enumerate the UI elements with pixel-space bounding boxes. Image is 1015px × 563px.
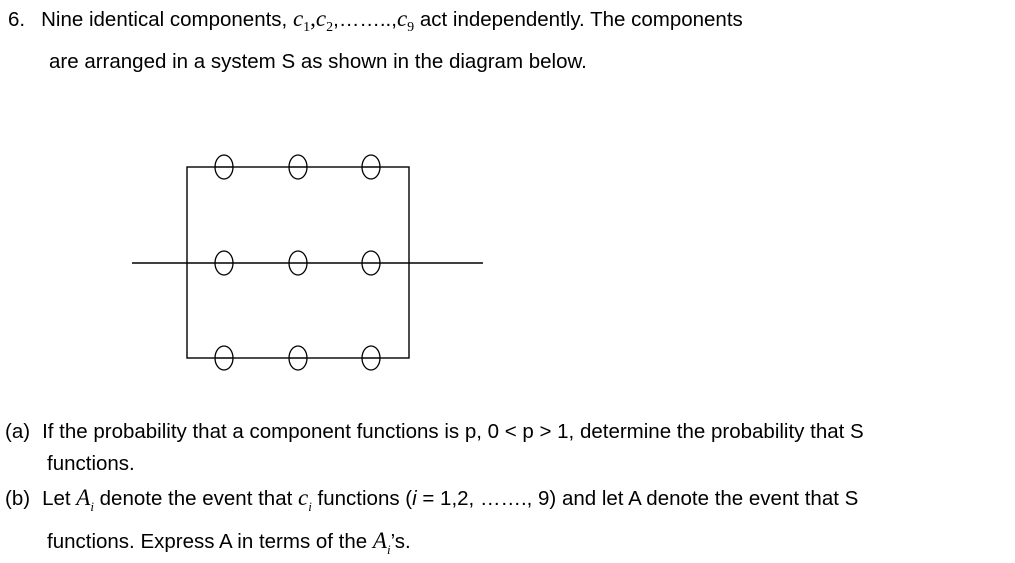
math-ci: ci bbox=[298, 485, 312, 514]
math-Ai: Ai bbox=[76, 485, 94, 514]
math-c1: c1,c2 bbox=[292, 6, 334, 35]
question-text: act independently. The components bbox=[419, 8, 743, 31]
question-number: 6. bbox=[8, 8, 26, 31]
part-b-text: functions. Express A in terms of the bbox=[47, 530, 368, 553]
part-b-text: Let bbox=[42, 487, 71, 510]
part-b-text: denote the event that bbox=[99, 487, 293, 510]
part-b-line-1: (b) Let Ai denote the event that ci funct… bbox=[5, 485, 858, 515]
part-a-line-2: functions. bbox=[47, 452, 135, 475]
math-Ai: Ai bbox=[372, 528, 391, 557]
part-a-line-1: (a) If the probability that a component f… bbox=[5, 420, 864, 444]
question-text: Nine identical components, bbox=[41, 8, 288, 31]
question-line-2: are arranged in a system S as shown in t… bbox=[49, 50, 587, 73]
part-b-text: functions ( bbox=[317, 487, 413, 510]
part-b-line-2: functions. Express A in terms of the Ai’… bbox=[47, 528, 411, 558]
part-b-text: = 1,2, ……., 9) and let A denote the even… bbox=[416, 487, 859, 510]
index-i: i bbox=[412, 487, 417, 510]
part-b-label: (b) bbox=[5, 487, 31, 510]
part-b-text: ’s. bbox=[390, 530, 411, 553]
ellipsis: ,…….., bbox=[333, 8, 397, 31]
question-line-1: 6. Nine identical components, c1,c2,……..,… bbox=[8, 6, 743, 36]
math-c9: c9 bbox=[396, 6, 415, 35]
part-a-label: (a) bbox=[5, 420, 31, 443]
part-a-text: If the probability that a component func… bbox=[42, 420, 864, 443]
